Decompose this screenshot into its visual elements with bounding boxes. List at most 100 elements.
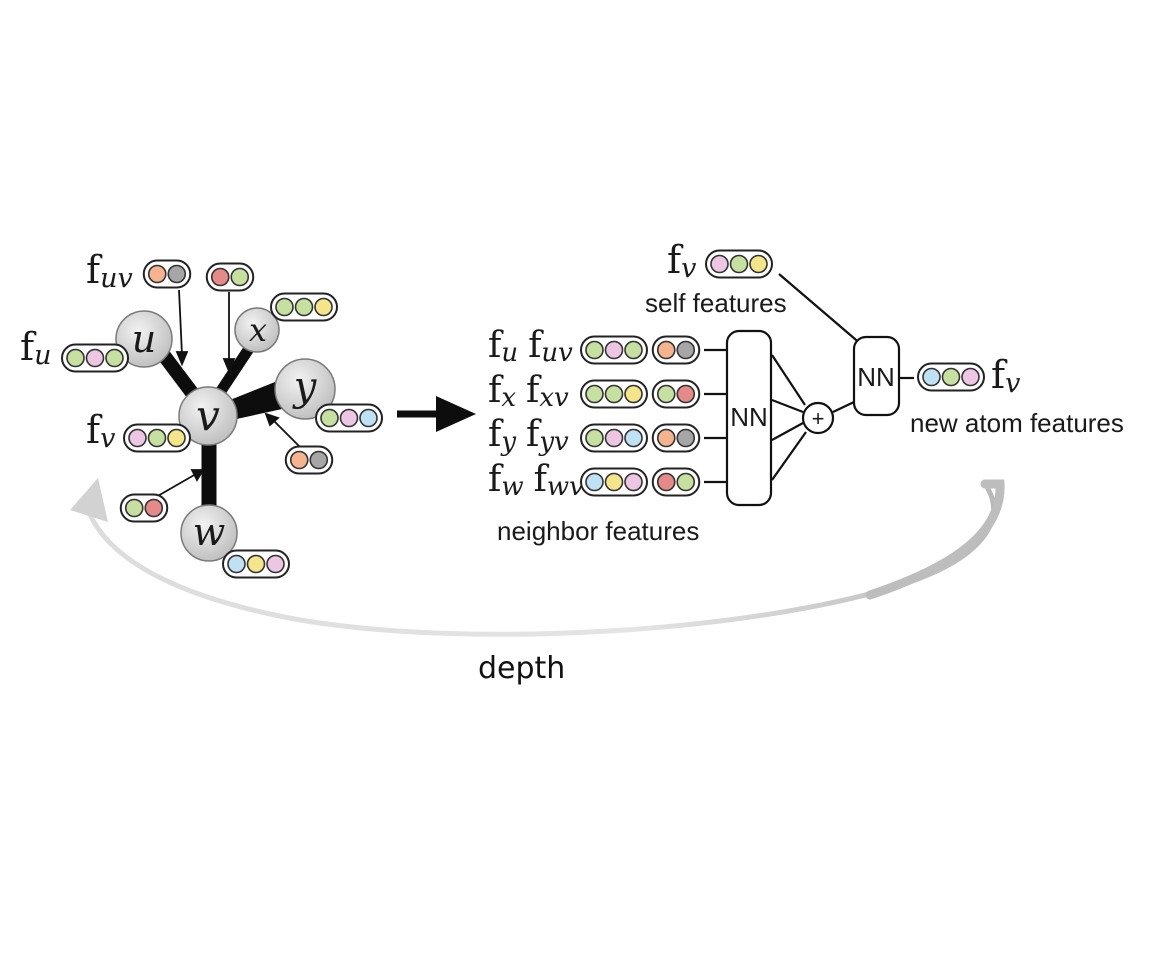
feature-cell-yellow	[314, 297, 333, 317]
feature-cell-green	[275, 297, 294, 317]
row-y-bond-vector	[651, 423, 701, 453]
feature-cell-orange	[656, 428, 676, 448]
output-feature-vector	[917, 362, 985, 392]
node-u: u	[115, 310, 173, 368]
feature-cell-yellow	[246, 554, 266, 574]
feature-cell-green	[66, 348, 85, 368]
row-x-atom-vector	[580, 379, 648, 409]
bond-xv-feature-vector	[205, 262, 255, 292]
feature-cell-blue	[922, 367, 941, 387]
new-atom-features-caption: new atom features	[910, 408, 1124, 438]
feature-cell-green	[941, 367, 961, 387]
atom-v-feature-vector	[123, 423, 191, 453]
feature-cell-green	[320, 408, 339, 428]
feature-cell-green	[624, 340, 643, 360]
feature-cell-red	[144, 498, 164, 518]
feature-cell-green	[585, 384, 604, 404]
row-w-bond-vector	[651, 467, 701, 497]
feature-cell-pink	[710, 254, 729, 274]
feature-cell-blue	[227, 554, 246, 574]
pointer-arrows	[155, 289, 301, 498]
feature-cell-blue	[624, 428, 643, 448]
feature-cell-green	[585, 340, 604, 360]
nn2-block: NN	[852, 335, 901, 417]
feature-cell-orange	[147, 264, 167, 284]
feature-cell-green	[105, 348, 124, 368]
node-w: w	[180, 504, 238, 562]
feature-cell-green	[124, 498, 144, 518]
feature-cell-red	[210, 267, 230, 287]
node-y: y	[274, 358, 336, 420]
feature-cell-yellow	[624, 384, 643, 404]
node-x: x	[234, 307, 280, 353]
sum-node: +	[801, 401, 835, 435]
nn1-label: NN	[730, 402, 768, 432]
sum-symbol: +	[812, 406, 825, 431]
row-u-bond-vector	[651, 335, 701, 365]
feature-cell-green	[604, 384, 624, 404]
row-w-atom-vector	[580, 467, 648, 497]
label-f-u: fu	[20, 325, 51, 371]
row-x-bond-vector	[651, 379, 701, 409]
feature-cell-yellow	[749, 254, 768, 274]
feature-cell-pink	[128, 428, 147, 448]
feature-cell-green	[147, 428, 167, 448]
label-f-uv: fuv	[86, 248, 133, 294]
bond-yv-feature-vector	[284, 445, 334, 475]
self-feature-vector	[705, 249, 773, 279]
feature-cell-blue	[359, 408, 378, 428]
atom-w-feature-vector	[222, 549, 290, 579]
feature-cell-gray	[167, 264, 187, 284]
self-features-caption: self features	[645, 288, 787, 318]
feature-cell-pink	[85, 348, 105, 368]
atom-x-feature-vector	[270, 292, 338, 322]
self-feature-label: fv	[667, 238, 696, 284]
node-v-label: v	[196, 391, 220, 440]
node-v: v	[178, 386, 238, 446]
depth-loop-arrow	[70, 478, 1005, 637]
bond-wv-feature-vector	[119, 493, 169, 523]
feature-cell-pink	[961, 367, 980, 387]
feature-cell-orange	[656, 340, 676, 360]
feature-cell-gray	[309, 450, 329, 470]
nn1-to-sum-lines	[771, 354, 807, 481]
nn1-block: NN	[725, 329, 773, 507]
feature-cell-pink	[266, 554, 285, 574]
feature-cell-green	[676, 472, 696, 492]
output-feature-label: fv	[991, 353, 1020, 399]
feature-cell-pink	[624, 472, 643, 492]
row-y-atom-vector	[580, 423, 648, 453]
bond-uv-feature-vector	[142, 259, 192, 289]
transition-arrow	[397, 396, 476, 432]
label-f-v: fv	[86, 408, 115, 454]
feature-cell-green	[585, 428, 604, 448]
feature-cell-gray	[676, 340, 696, 360]
row-u-atom-vector	[580, 335, 648, 365]
depth-label: depth	[478, 651, 565, 686]
node-y-label: y	[292, 364, 318, 410]
feature-cell-red	[676, 384, 696, 404]
nn2-label: NN	[857, 362, 895, 392]
feature-cell-yellow	[604, 472, 624, 492]
feature-cell-red	[656, 472, 676, 492]
feature-cell-blue	[585, 472, 604, 492]
atom-u-feature-vector	[61, 343, 129, 373]
self-to-nn2-line	[778, 273, 863, 346]
feature-cell-pink	[339, 408, 359, 428]
depth-arrowhead	[70, 478, 108, 522]
feature-cell-green	[294, 297, 314, 317]
feature-cell-yellow	[167, 428, 186, 448]
feature-cell-orange	[289, 450, 309, 470]
feature-cell-gray	[676, 428, 696, 448]
neighbor-features-caption: neighbor features	[497, 516, 699, 546]
feature-cell-green	[230, 267, 250, 287]
node-w-label: w	[193, 510, 226, 554]
feature-cell-green	[656, 384, 676, 404]
